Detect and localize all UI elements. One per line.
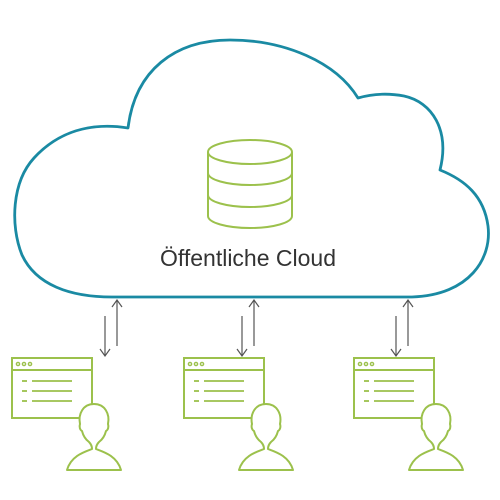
client-group — [353, 357, 464, 471]
bidirectional-arrows-icon — [390, 299, 414, 357]
cloud-label: Öffentliche Cloud — [160, 245, 336, 271]
browser-window-icon — [183, 357, 265, 419]
database-icon — [207, 139, 293, 229]
bidirectional-arrows-icon — [236, 299, 260, 357]
browser-window-icon — [11, 357, 93, 419]
cloud-outline-icon — [13, 38, 490, 299]
bidirectional-arrows-icon — [99, 299, 123, 357]
client-group — [183, 357, 294, 471]
browser-window-icon — [353, 357, 435, 419]
client-group — [11, 357, 122, 471]
